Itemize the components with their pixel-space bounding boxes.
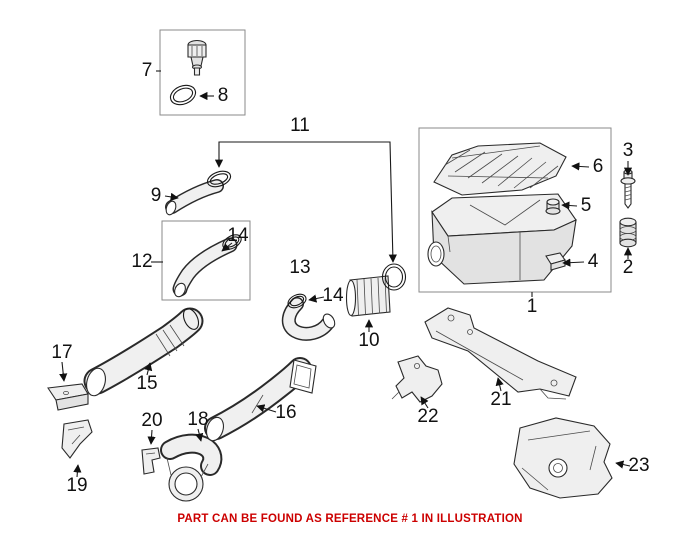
callout-2: 2 [622,257,634,278]
callout-12: 12 [131,251,153,272]
callout-16: 16 [275,402,297,423]
callout-4: 4 [587,251,599,272]
callout-6: 6 [592,156,604,177]
callout-20: 20 [141,410,163,431]
part-7-sensor [187,39,207,76]
part-15-air-duct [83,307,204,397]
part-8-o-ring [169,84,197,106]
callout-14-a: 14 [227,225,249,246]
callout-1: 1 [526,296,538,317]
part-21-support-bracket [424,307,577,400]
part-6-cover [433,142,567,196]
leader-line-11 [214,141,397,263]
part-20-clip [141,447,161,475]
callout-10: 10 [358,330,380,351]
part-22-bracket [391,355,443,403]
part-5-grommet [545,198,561,215]
callout-19: 19 [66,475,88,496]
part-17-bracket [47,383,89,411]
leader-lines [59,70,633,478]
part-23-shield [513,417,613,499]
callout-15: 15 [136,373,158,394]
part-19-bracket [61,419,93,459]
callout-13: 13 [289,257,311,278]
part-13-elbow-hose [281,293,336,341]
reference-caption: PART CAN BE FOUND AS REFERENCE # 1 IN IL… [177,513,523,525]
part-1-housing [427,193,577,285]
callout-17: 17 [51,342,73,363]
group-box-7-8 [159,29,246,116]
callout-21: 21 [490,389,512,410]
part-2-mount [619,217,637,248]
part-16-air-duct [204,357,317,442]
callout-3: 3 [622,140,634,161]
callout-14-b: 14 [322,285,344,306]
part-14-clamp-b [287,293,307,309]
callout-8: 8 [217,85,229,106]
callout-11: 11 [290,115,310,136]
callout-18: 18 [187,409,209,430]
callout-7: 7 [141,60,153,81]
part-9-hose [165,170,232,216]
callout-22: 22 [417,406,439,427]
callout-23: 23 [628,455,650,476]
group-box-1 [418,127,612,293]
callout-5: 5 [580,195,592,216]
part-10-connector [345,263,407,317]
callout-9: 9 [150,185,162,206]
part-18-duct [160,433,223,502]
part-3-screw [620,169,636,209]
